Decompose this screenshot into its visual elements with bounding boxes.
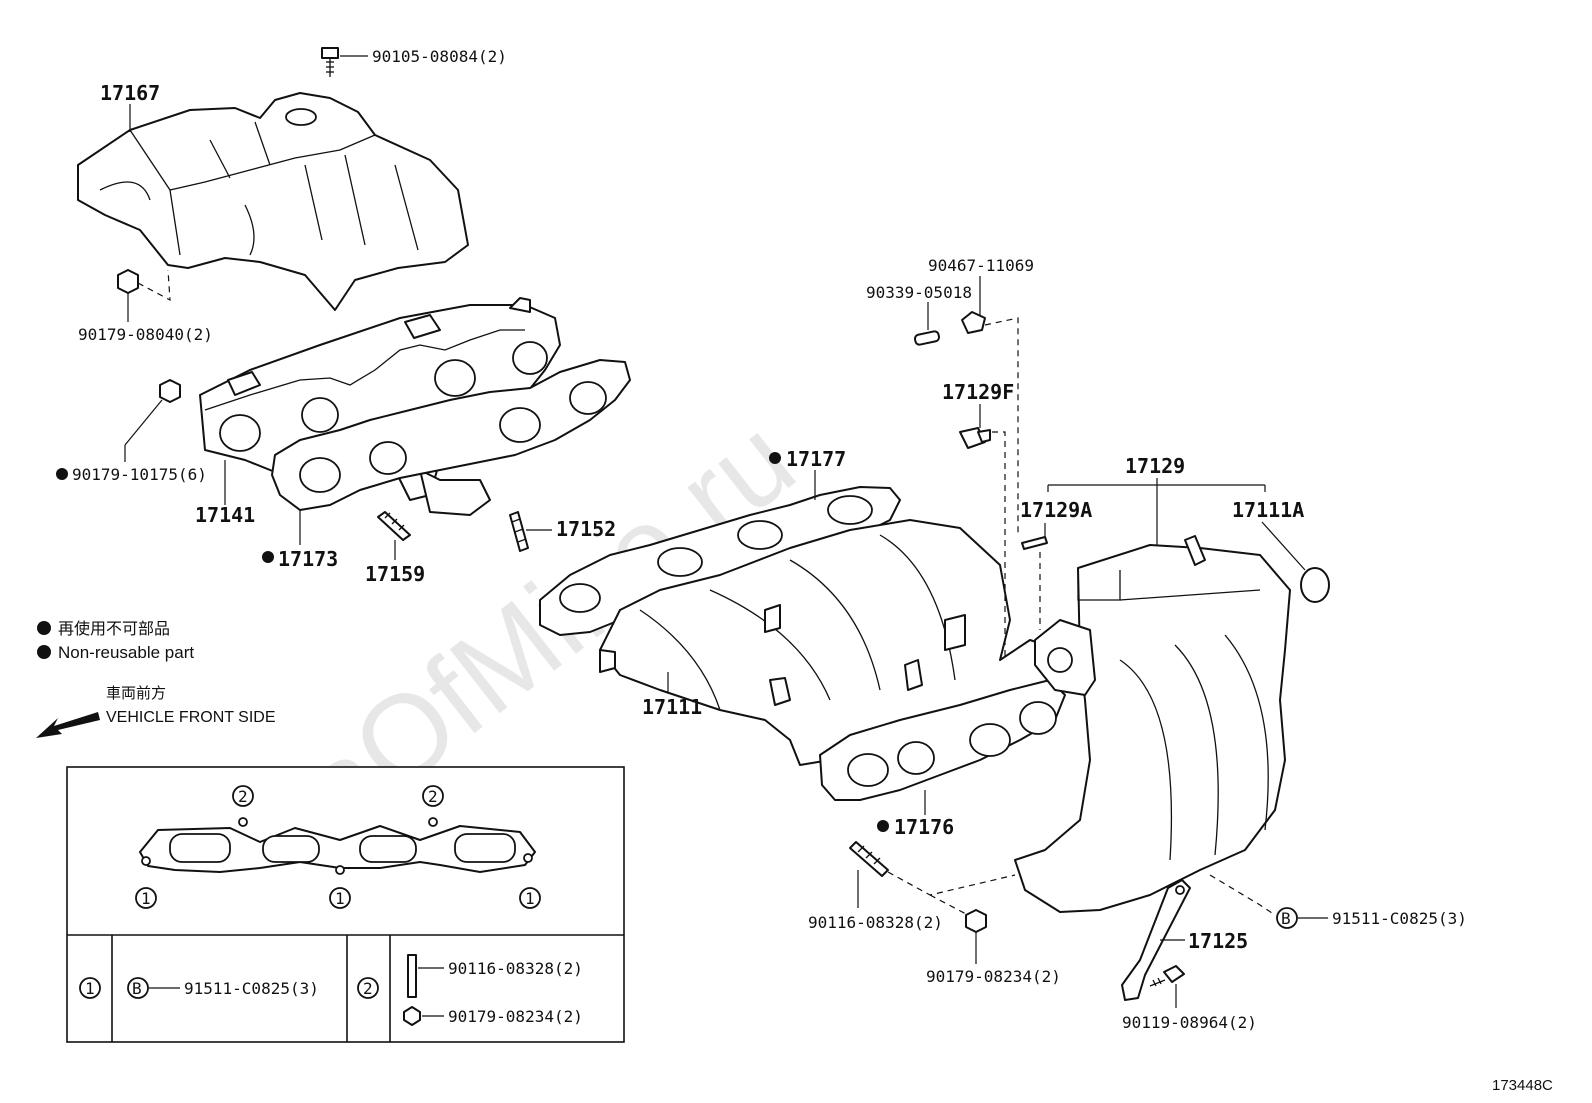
front-arrow-icon bbox=[36, 712, 100, 738]
label-90467-11069: 90467-11069 bbox=[928, 256, 1034, 275]
inset-callout-1-icon bbox=[519, 887, 541, 909]
stud-90116-icon bbox=[849, 841, 889, 877]
intake-plenum-17129 bbox=[1014, 535, 1291, 913]
label-17159: 17159 bbox=[365, 562, 425, 586]
label-90105-08084: 90105-08084(2) bbox=[372, 47, 507, 66]
inset-box: 2 2 1 1 1 1 B 91511-C0825(3) 2 90116-083… bbox=[66, 766, 625, 1043]
label-17111: 17111 bbox=[642, 695, 702, 719]
gasket-17176 bbox=[819, 679, 1066, 801]
inset-callout-2: 2 bbox=[428, 787, 438, 806]
label-17125: 17125 bbox=[1188, 929, 1248, 953]
row-callout-1: 1 bbox=[85, 979, 95, 998]
inset-callout-2: 2 bbox=[238, 787, 248, 806]
legend-jp: 再使用不可部品 bbox=[58, 620, 170, 638]
label-17129F: 17129F bbox=[942, 380, 1014, 404]
label-17176: 17176 bbox=[894, 815, 954, 839]
front-direction: 車両前方 VEHICLE FRONT SIDE bbox=[36, 685, 276, 738]
label-90116-08328: 90116-08328(2) bbox=[808, 913, 943, 932]
label-90119-08964: 90119-08964(2) bbox=[1122, 1013, 1257, 1032]
bolt-90105-icon bbox=[321, 47, 339, 77]
inset-callout-1-icon bbox=[135, 887, 157, 909]
inset-callout-2-icon bbox=[422, 785, 444, 807]
direction-jp: 車両前方 bbox=[106, 685, 166, 702]
label-90339-05018: 90339-05018 bbox=[866, 283, 972, 302]
bolt-90119-icon bbox=[1149, 965, 1185, 987]
plug-17129F-icon bbox=[959, 427, 991, 449]
non-reusable-dot-icon bbox=[262, 551, 274, 563]
label-17129: 17129 bbox=[1125, 454, 1185, 478]
inset-label-90179: 90179-08234(2) bbox=[448, 1007, 583, 1026]
label-90179-10175: 90179-10175(6) bbox=[72, 465, 207, 484]
label-90179-08040: 90179-08040(2) bbox=[78, 325, 213, 344]
non-reusable-dot-icon bbox=[769, 452, 781, 464]
stud-17159-icon bbox=[377, 511, 411, 541]
inset-callout-2-icon bbox=[232, 785, 254, 807]
intake-manifold-17111 bbox=[599, 519, 1061, 766]
pin-17129A-icon bbox=[1021, 536, 1048, 550]
cap-17111A-icon bbox=[1300, 567, 1330, 603]
label-17141: 17141 bbox=[195, 503, 255, 527]
label-17173: 17173 bbox=[278, 547, 338, 571]
inset-callout-1: 1 bbox=[335, 889, 345, 908]
callout-b-icon bbox=[1276, 907, 1298, 929]
inset-callout-1-icon bbox=[329, 887, 351, 909]
clip-90467-icon bbox=[961, 311, 986, 334]
figure-code: 173448C bbox=[1492, 1077, 1553, 1094]
label-90179-08234: 90179-08234(2) bbox=[926, 967, 1061, 986]
inset-label-91511: 91511-C0825(3) bbox=[184, 979, 319, 998]
label-17177: 17177 bbox=[786, 447, 846, 471]
direction-en: VEHICLE FRONT SIDE bbox=[106, 709, 276, 726]
legend: 再使用不可部品 Non-reusable part bbox=[37, 620, 194, 662]
label-17152: 17152 bbox=[556, 517, 616, 541]
nut-icon bbox=[403, 1006, 421, 1026]
row-callout-b: B bbox=[132, 979, 142, 998]
gasket-17177 bbox=[539, 486, 901, 636]
legend-en: Non-reusable part bbox=[58, 643, 194, 662]
stay-17125 bbox=[1121, 879, 1191, 1001]
label-17167: 17167 bbox=[100, 81, 160, 105]
label-17129A: 17129A bbox=[1020, 498, 1092, 522]
non-reusable-dot-icon bbox=[877, 820, 889, 832]
callout-b: B bbox=[1281, 909, 1291, 928]
legend-dot-icon bbox=[37, 645, 51, 659]
inset-label-90116: 90116-08328(2) bbox=[448, 959, 583, 978]
gasket-17173 bbox=[271, 359, 631, 511]
non-reusable-dot-icon bbox=[56, 468, 68, 480]
stud-icon bbox=[407, 954, 417, 998]
nut-90179-10175-icon bbox=[159, 379, 181, 403]
label-91511-C0825: 91511-C0825(3) bbox=[1332, 909, 1467, 928]
heat-insulator-17167 bbox=[77, 92, 469, 311]
row-callout-2: 2 bbox=[363, 979, 373, 998]
legend-dot-icon bbox=[37, 621, 51, 635]
nut-90179-08234-icon bbox=[965, 909, 987, 933]
row-callout-b-icon bbox=[127, 977, 149, 999]
inset-callout-1: 1 bbox=[141, 889, 151, 908]
pin-90339-icon bbox=[913, 330, 941, 346]
row-callout-1-icon bbox=[79, 977, 101, 999]
stud-17152-icon bbox=[509, 511, 529, 552]
row-callout-2-icon bbox=[357, 977, 379, 999]
label-17111A: 17111A bbox=[1232, 498, 1304, 522]
inset-callout-1: 1 bbox=[525, 889, 535, 908]
nut-90179-08040-icon bbox=[117, 269, 139, 294]
